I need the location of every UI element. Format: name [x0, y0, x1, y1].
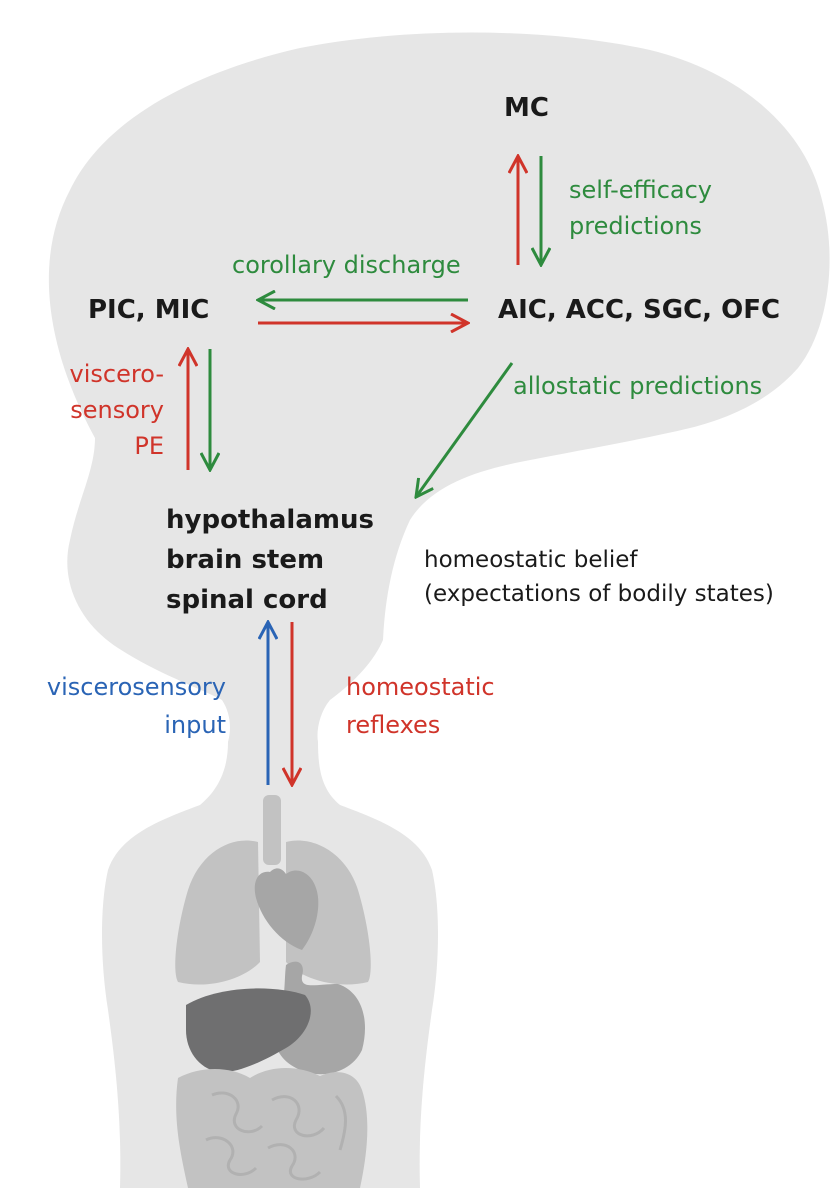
self-efficacy-line-2: predictions — [569, 212, 702, 240]
intestine-folds — [205, 1091, 347, 1181]
organs — [175, 795, 371, 1188]
arrows — [188, 156, 541, 785]
liver — [186, 988, 311, 1073]
node-hypothalamus-brainstem-spinalcord: hypothalamus brain stem spinal cord — [166, 500, 374, 620]
spinal-cord-label: spinal cord — [166, 585, 328, 615]
node-pic-mic: PIC, MIC — [88, 295, 210, 325]
viscerosensory-input-label: viscerosensory input — [14, 668, 226, 744]
arrow-aic-to-hypothalamus — [416, 362, 514, 497]
stomach — [273, 961, 365, 1075]
intestines — [176, 1068, 368, 1188]
viscerosensory-pe-line-1: viscero- — [69, 360, 164, 388]
allostatic-predictions-label: allostatic predictions — [513, 372, 763, 400]
homeostatic-belief-line-2: (expectations of bodily states) — [424, 581, 774, 607]
self-efficacy-predictions-label: self-efficacy predictions — [569, 172, 712, 244]
homeostatic-reflexes-line-2: reflexes — [346, 711, 441, 739]
homeostatic-belief-label: homeostatic belief (expectations of bodi… — [424, 543, 774, 611]
trachea — [263, 795, 281, 865]
hypothalamus-label: hypothalamus — [166, 505, 374, 535]
brain-stem-label: brain stem — [166, 545, 325, 575]
node-aic-acc-sgc-ofc: AIC, ACC, SGC, OFC — [498, 295, 781, 325]
node-mc: MC — [504, 93, 549, 123]
viscerosensory-input-line-2: input — [164, 711, 226, 739]
homeostatic-reflexes-line-1: homeostatic — [346, 673, 495, 701]
left-lung — [175, 840, 260, 985]
corollary-discharge-label: corollary discharge — [232, 251, 461, 279]
homeostatic-belief-line-1: homeostatic belief — [424, 547, 638, 573]
viscerosensory-pe-line-3: PE — [134, 432, 164, 460]
viscerosensory-input-line-1: viscerosensory — [46, 673, 226, 701]
self-efficacy-line-1: self-efficacy — [569, 176, 713, 204]
viscerosensory-pe-label: viscero- sensory PE — [36, 356, 164, 464]
homeostatic-reflexes-label: homeostatic reflexes — [346, 668, 495, 744]
viscerosensory-pe-line-2: sensory — [70, 396, 164, 424]
brain-silhouette — [48, 32, 830, 742]
heart — [254, 868, 319, 950]
